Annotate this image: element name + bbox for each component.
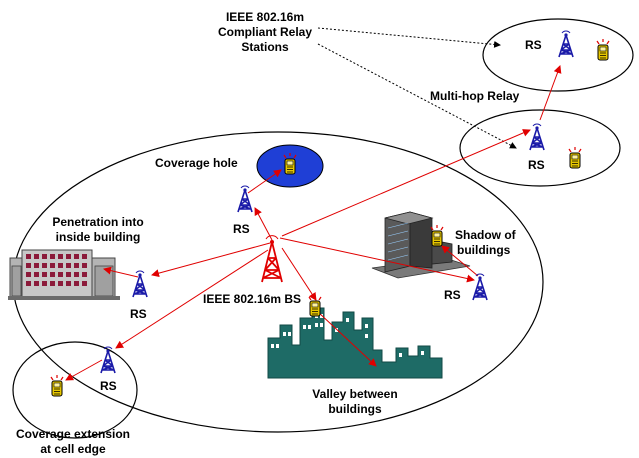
edge-cell bbox=[12, 341, 138, 439]
rs-tower-icon-edge bbox=[100, 346, 116, 374]
rs-tower-icon-middle bbox=[529, 123, 545, 151]
radio-links bbox=[65, 65, 562, 381]
relay-title-line3: Stations bbox=[241, 40, 289, 54]
coverage-hole-label: Coverage hole bbox=[155, 156, 238, 170]
phone-icon-shadow bbox=[430, 224, 444, 247]
link-bs-rs-building bbox=[151, 242, 271, 278]
relay-title-line2: Compliant Relay bbox=[218, 25, 312, 39]
link-valley-phone bbox=[317, 311, 377, 367]
phone-icon-edge bbox=[50, 374, 64, 397]
link-bs-rs-hole bbox=[254, 207, 273, 241]
valley-label-line1: Valley between bbox=[312, 387, 397, 401]
annotation-line-top bbox=[317, 27, 501, 48]
bs-label: IEEE 802.16m BS bbox=[203, 292, 301, 306]
rs-tower-icon-top bbox=[558, 30, 574, 58]
rs-label-middle: RS bbox=[528, 158, 545, 172]
penetration-label-line1: Penetration into bbox=[52, 215, 143, 229]
coverage-ext-label-line1: Coverage extension bbox=[16, 427, 130, 441]
link-rs-building bbox=[103, 266, 139, 278]
link-rs-hole-phone bbox=[247, 169, 282, 194]
rs-tower-icon-building bbox=[132, 270, 148, 298]
multihop-label: Multi-hop Relay bbox=[430, 89, 520, 103]
relay-cell-middle bbox=[459, 109, 621, 187]
rs-tower-icon-hole bbox=[237, 185, 253, 213]
link-rs-shadow-phone bbox=[441, 245, 479, 277]
link-rs-middle-top bbox=[539, 65, 562, 121]
rs-tower-icon-shadow bbox=[472, 273, 488, 301]
link-bs-rs-middle bbox=[281, 129, 531, 237]
rs-label-building: RS bbox=[130, 307, 147, 321]
apartment-building-icon bbox=[8, 249, 120, 300]
link-rs-edge-phone bbox=[65, 359, 103, 381]
rs-label-hole: RS bbox=[233, 222, 250, 236]
city-skyline-icon bbox=[267, 307, 443, 379]
annotation-line-mid bbox=[317, 43, 517, 149]
link-bs-rs-edge bbox=[115, 249, 269, 349]
link-bs-valley bbox=[281, 247, 317, 301]
phone-icon-middle bbox=[568, 146, 582, 169]
phone-icon-top bbox=[596, 38, 610, 61]
relay-cell-top bbox=[482, 18, 634, 92]
link-bs-rs-shadow bbox=[279, 237, 475, 283]
coverage-ext-label-line2: at cell edge bbox=[40, 442, 106, 456]
shadow-label-line1: Shadow of bbox=[455, 228, 517, 242]
rs-label-edge: RS bbox=[100, 379, 117, 393]
shadow-label-line2: buildings bbox=[457, 243, 511, 257]
rs-label-shadow: RS bbox=[444, 288, 461, 302]
valley-label-line2: buildings bbox=[328, 402, 382, 416]
office-tower-icon bbox=[371, 211, 471, 279]
relay-title-line1: IEEE 802.16m bbox=[226, 10, 304, 24]
penetration-label-line2: inside building bbox=[56, 230, 141, 244]
base-station-tower-icon bbox=[261, 235, 283, 283]
rs-label-top: RS bbox=[525, 38, 542, 52]
